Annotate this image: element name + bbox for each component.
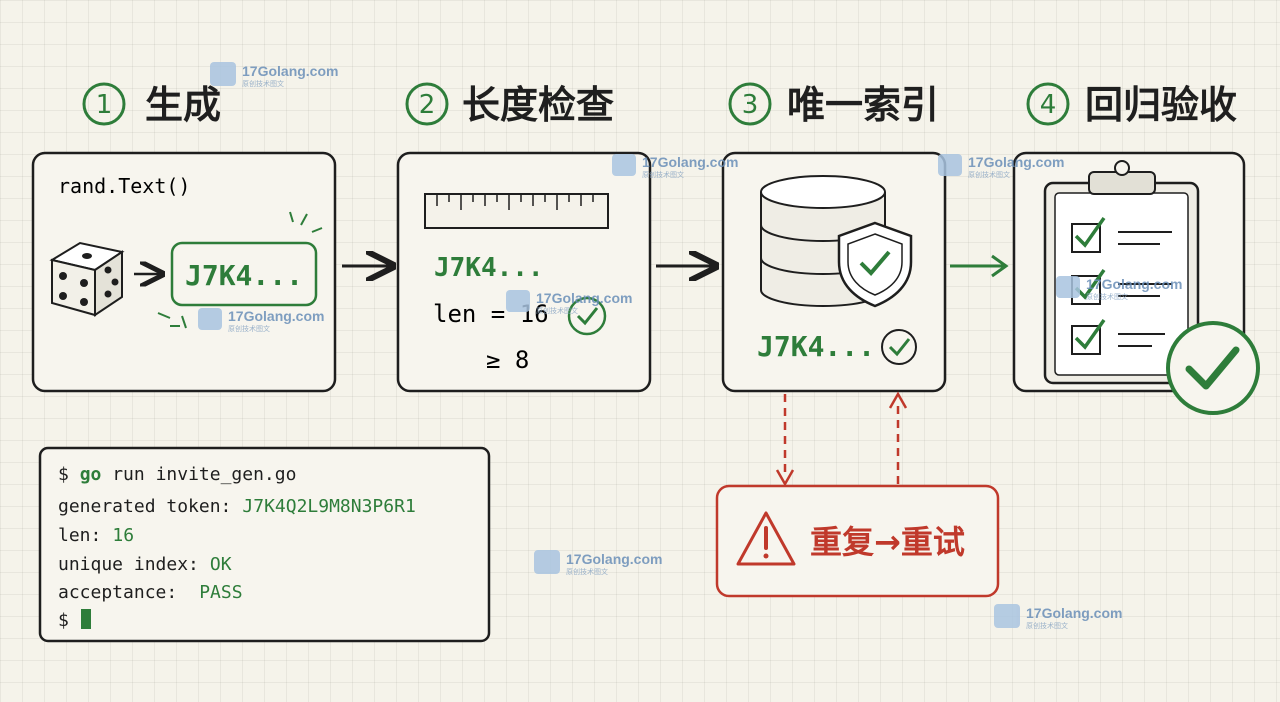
watermark-logo-icon (612, 154, 636, 176)
terminal-line: acceptance:PASS (58, 582, 243, 603)
watermark-logo-icon (534, 550, 560, 574)
step-number: 2 (419, 90, 436, 120)
token-box (170, 241, 318, 307)
svg-text:17Golang.com: 17Golang.com (228, 308, 324, 324)
svg-text:17Golang.com: 17Golang.com (1086, 276, 1182, 292)
step-title-text: 生成 (145, 83, 221, 127)
token-text: J7K4... (185, 259, 303, 292)
length-label: len = 16 (433, 300, 549, 328)
ruler-icon (424, 193, 609, 229)
check-circle-icon (881, 329, 917, 365)
flow-arrow-3-4 (950, 254, 1009, 278)
command-keyword: go (80, 464, 102, 485)
svg-text:17Golang.com: 17Golang.com (536, 290, 632, 306)
watermark: 17Golang.com 原创技术图文 (994, 604, 1122, 630)
watermark-logo-icon (506, 290, 530, 312)
svg-text:原创技术图文: 原创技术图文 (1026, 621, 1068, 630)
watermark-logo-icon (198, 308, 222, 330)
step-title-text: 回归验收 (1085, 83, 1237, 127)
step-title-1: 1 生成 (82, 82, 221, 127)
command-rest: run invite_gen.go (112, 464, 296, 485)
final-prompt: $ (58, 610, 69, 631)
watermark: 17Golang.com 原创技术图文 (210, 62, 338, 88)
watermark: 17Golang.com 原创技术图文 (1056, 276, 1182, 301)
svg-text:原创技术图文: 原创技术图文 (566, 567, 608, 576)
step-title-4: 4 回归验收 (1026, 82, 1237, 127)
step-number: 1 (96, 90, 113, 120)
svg-text:17Golang.com: 17Golang.com (566, 551, 662, 567)
retry-loop-arrows (775, 391, 908, 487)
step-box-unique-index: J7K4... (721, 151, 947, 393)
token-text: J7K4... (757, 330, 875, 363)
terminal-line: unique index:OK (58, 554, 232, 575)
svg-text:原创技术图文: 原创技术图文 (1086, 292, 1128, 301)
warning-icon (736, 511, 796, 566)
step-number: 4 (1040, 90, 1057, 120)
watermark: 17Golang.com 原创技术图文 (534, 550, 662, 576)
svg-text:原创技术图文: 原创技术图文 (242, 79, 284, 88)
code-label: rand.Text() (58, 174, 190, 198)
svg-text:17Golang.com: 17Golang.com (642, 154, 738, 170)
step-title-3: 3 唯一索引 (728, 82, 939, 127)
svg-text:原创技术图文: 原创技术图文 (642, 170, 684, 179)
prompt: $ (58, 464, 69, 485)
svg-text:17Golang.com: 17Golang.com (968, 154, 1064, 170)
terminal-line: len:16 (58, 525, 134, 546)
step-box-generate: rand.Text() J7K4... (31, 151, 337, 393)
svg-text:17Golang.com: 17Golang.com (1026, 605, 1122, 621)
watermark: 17Golang.com 原创技术图文 (198, 308, 324, 333)
watermark: 17Golang.com 原创技术图文 (612, 154, 738, 179)
terminal-command-line: $ go run invite_gen.go (58, 464, 296, 485)
watermark-logo-icon (994, 604, 1020, 628)
watermark: 17Golang.com 原创技术图文 (506, 290, 632, 315)
svg-text:原创技术图文: 原创技术图文 (228, 324, 270, 333)
cursor (81, 609, 91, 629)
retry-box: 重复→重试 (715, 484, 1000, 598)
step-title-text: 唯一索引 (787, 83, 939, 127)
step-number: 3 (742, 90, 759, 120)
terminal-line: generated token:J7K4Q2L9M8N3P6R1 (58, 496, 416, 517)
step-title-2: 2 长度检查 (405, 82, 614, 127)
check-circle-icon (567, 296, 607, 336)
sparkle-marks (157, 211, 323, 329)
svg-text:17Golang.com: 17Golang.com (242, 63, 338, 79)
min-length-label: ≥ 8 (486, 346, 529, 374)
svg-text:原创技术图文: 原创技术图文 (536, 306, 578, 315)
dice-icon (49, 241, 125, 317)
token-text: J7K4... (434, 253, 544, 283)
pass-check-badge-icon (1166, 321, 1260, 415)
retry-label: 重复→重试 (810, 523, 965, 561)
watermark-logo-icon (210, 62, 236, 86)
shield-check-icon (837, 221, 913, 308)
step-box-acceptance (1012, 151, 1260, 415)
watermark-logo-icon (1056, 276, 1080, 298)
svg-text:原创技术图文: 原创技术图文 (968, 170, 1010, 179)
step-title-text: 长度检查 (462, 83, 614, 127)
step-box-length-check: J7K4... len = 16 ≥ 8 (396, 151, 652, 393)
watermark-logo-icon (938, 154, 962, 176)
watermark: 17Golang.com 原创技术图文 (938, 154, 1064, 179)
terminal-panel: $ go run invite_gen.go generated token:J… (38, 446, 491, 643)
